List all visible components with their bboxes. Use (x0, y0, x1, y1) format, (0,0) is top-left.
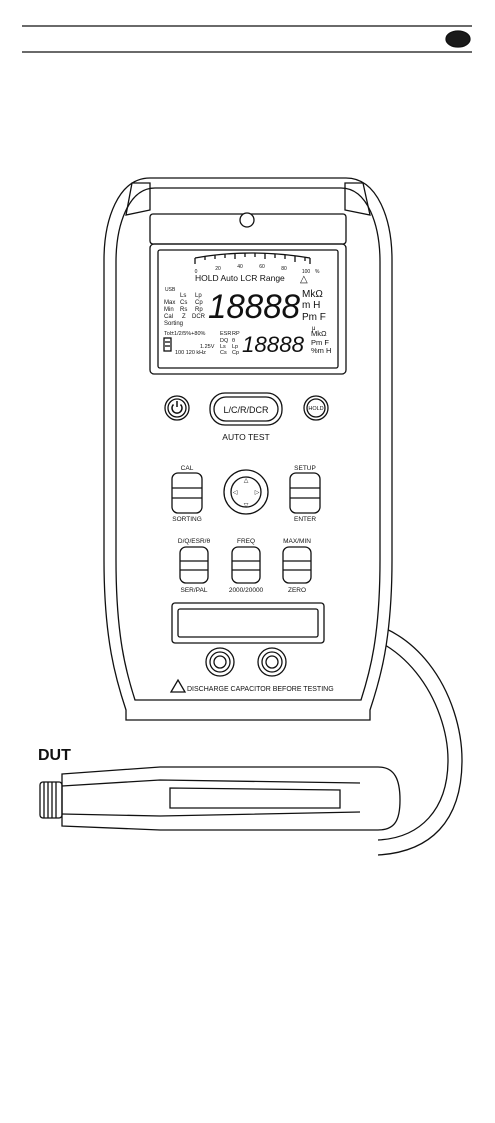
input-jack-right[interactable] (257, 647, 287, 677)
scale-tick-60: 60 (259, 264, 265, 270)
meter-body-inner (115, 187, 381, 701)
meter-body (103, 177, 393, 721)
sec-label-dq: DQ (220, 338, 229, 344)
label-sorting: Sorting (164, 321, 183, 327)
cal-label: CAL (181, 465, 194, 472)
lcd-scale-arc (194, 252, 311, 259)
sec-label-ls: Ls (220, 344, 226, 350)
freq-label: 100 120 kHz (175, 350, 206, 356)
max-min-label: MAX/MIN (283, 538, 311, 545)
label-cp: Cp (195, 300, 203, 306)
lcd-frame (149, 243, 347, 375)
max-min-button[interactable] (282, 546, 312, 584)
setup-label: SETUP (294, 465, 316, 472)
sec-unit-henry: %m H (311, 346, 331, 355)
sec-unit-extra: μ (312, 326, 316, 332)
sec-label-cp: Cp (232, 350, 239, 356)
sec-label-rp: RP (232, 331, 240, 337)
warning-triangle-icon (169, 678, 187, 693)
label-z: Z (182, 314, 186, 320)
dq-button[interactable] (179, 546, 209, 584)
sorting-label: SORTING (172, 516, 202, 523)
sec-unit-farad: Pm F (311, 338, 329, 347)
setup-button[interactable] (289, 472, 321, 514)
scale-percent: % (315, 269, 320, 275)
sec-unit-ohm: MkΩ (311, 329, 327, 338)
input-jack-left[interactable] (205, 647, 235, 677)
lcd-scale-ticks (194, 253, 311, 264)
scale-tick-0: 0 (195, 269, 198, 275)
sec-digits: 18888 (242, 332, 305, 357)
freq-button[interactable] (231, 546, 261, 584)
scale-tick-40: 40 (237, 264, 243, 270)
status-line: HOLD Auto LCR Range (195, 273, 285, 283)
nav-left-icon: ◁ (233, 490, 238, 496)
zero-label: ZERO (288, 587, 306, 594)
label-max: Max (164, 300, 175, 306)
label-min: Min (164, 307, 174, 313)
label-cal: Cal (164, 314, 173, 320)
hold-button-label: HOLD (308, 406, 323, 412)
warning-text: DISCHARGE CAPACITOR BEFORE TESTING (187, 686, 334, 693)
lcd-screen (157, 249, 339, 369)
dut-label: DUT (38, 747, 71, 764)
probe-clip (61, 766, 401, 831)
body-left-shoulder (125, 182, 151, 216)
battery-icon (163, 337, 172, 352)
scale-tick-80: 80 (281, 266, 287, 272)
main-unit-henry: m H (302, 300, 320, 311)
sec-label-theta: θ (232, 338, 235, 344)
nav-right-icon: ▷ (255, 490, 260, 496)
nav-up-icon: △ (244, 478, 249, 484)
warning-symbol: △ (300, 274, 308, 285)
power-icon (171, 403, 183, 414)
sec-label-voltage: 1.25V (200, 344, 215, 350)
usb-label: USB (165, 287, 176, 293)
tolerance: Tol±1/2/5%+80% (164, 331, 206, 337)
lcr-button[interactable] (209, 392, 283, 426)
sec-label-esr: ESR (220, 331, 231, 337)
sec-label-cs: Cs (220, 350, 227, 356)
sec-label-lp: Lp (232, 344, 238, 350)
hold-button[interactable] (303, 395, 329, 421)
main-unit-ohm: MkΩ (302, 289, 323, 300)
page-badge (445, 30, 471, 48)
cable-holder (171, 602, 325, 644)
ser-pal-label: SER/PAL (181, 587, 208, 594)
power-button[interactable] (164, 395, 190, 421)
dq-label: D/Q/ESR/θ (178, 538, 211, 545)
mounting-hole (239, 212, 255, 228)
cal-button[interactable] (171, 472, 203, 514)
scale-tick-20: 20 (215, 266, 221, 272)
freq-label-btn: FREQ (237, 538, 255, 545)
label-rs: Rs (180, 307, 187, 313)
body-right-shoulder (344, 182, 371, 216)
test-cable-outer (321, 616, 463, 856)
scale-tick-100: 100 (302, 269, 311, 275)
label-ls: Ls (180, 293, 186, 299)
probe-tip (39, 781, 63, 819)
label-lp: Lp (195, 293, 202, 299)
main-unit-farad: Pm F (302, 312, 326, 323)
lcr-button-label: L/C/R/DCR (223, 405, 269, 415)
enter-label: ENTER (294, 516, 316, 523)
nav-pad[interactable] (223, 469, 269, 515)
auto-test-label: AUTO TEST (222, 432, 269, 442)
freq-values-label: 2000/20000 (229, 587, 264, 594)
label-cs: Cs (180, 300, 187, 306)
label-rp: Rp (195, 307, 203, 313)
label-dcr: DCR (192, 314, 206, 320)
main-digits: 18888 (208, 288, 300, 326)
nav-down-icon: ▽ (244, 503, 249, 509)
probe-tip-grip (43, 782, 57, 818)
